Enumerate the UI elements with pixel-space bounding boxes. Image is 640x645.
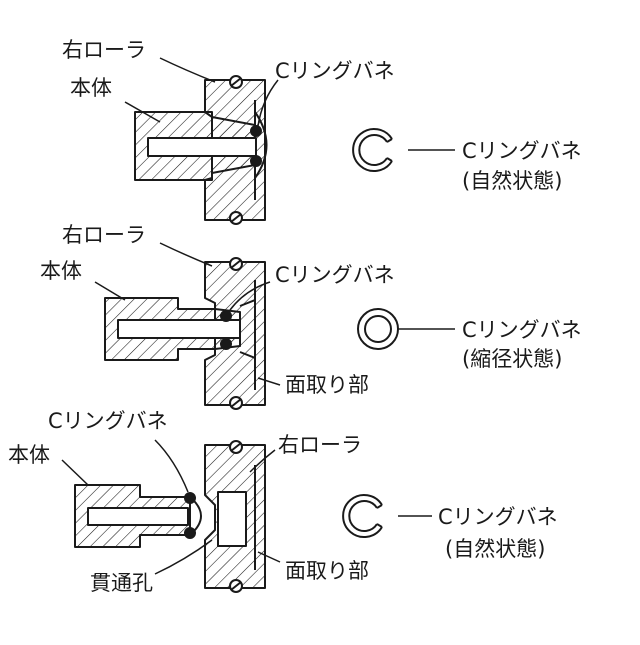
label-right-roller-3: 右ローラ [278, 433, 362, 457]
label-ring-state-1: (自然状態) [462, 169, 562, 193]
label-chamfer-2: 面取り部 [285, 373, 369, 397]
label-c-ring-2: Cリングバネ [275, 263, 395, 287]
label-c-ring-spring-1: Cリングバネ [462, 139, 582, 163]
label-c-ring-spring-2: Cリングバネ [462, 318, 582, 342]
label-body-2: 本体 [40, 259, 82, 283]
c-ring-spring-natural-3-inner [349, 501, 377, 531]
label-c-ring-3: Cリングバネ [48, 409, 168, 433]
label-ring-state-2: (縮径状態) [462, 347, 562, 371]
label-ring-state-3: (自然状態) [445, 537, 545, 561]
label-right-roller-2: 右ローラ [62, 223, 146, 247]
label-body-3: 本体 [8, 443, 50, 467]
body-3 [75, 485, 201, 547]
right-roller-3 [205, 441, 265, 592]
label-chamfer-3: 面取り部 [285, 559, 369, 583]
c-ring-spring-natural-1-inner [359, 135, 387, 165]
c-ring-spring-compressed-inner [365, 316, 391, 342]
label-right-roller-1: 右ローラ [62, 38, 146, 62]
label-c-ring-1: Cリングバネ [275, 59, 395, 83]
label-body-1: 本体 [70, 76, 112, 100]
label-through-hole-3: 貫通孔 [90, 571, 153, 595]
label-c-ring-spring-3: Cリングバネ [438, 505, 558, 529]
panel-1 [135, 76, 392, 224]
